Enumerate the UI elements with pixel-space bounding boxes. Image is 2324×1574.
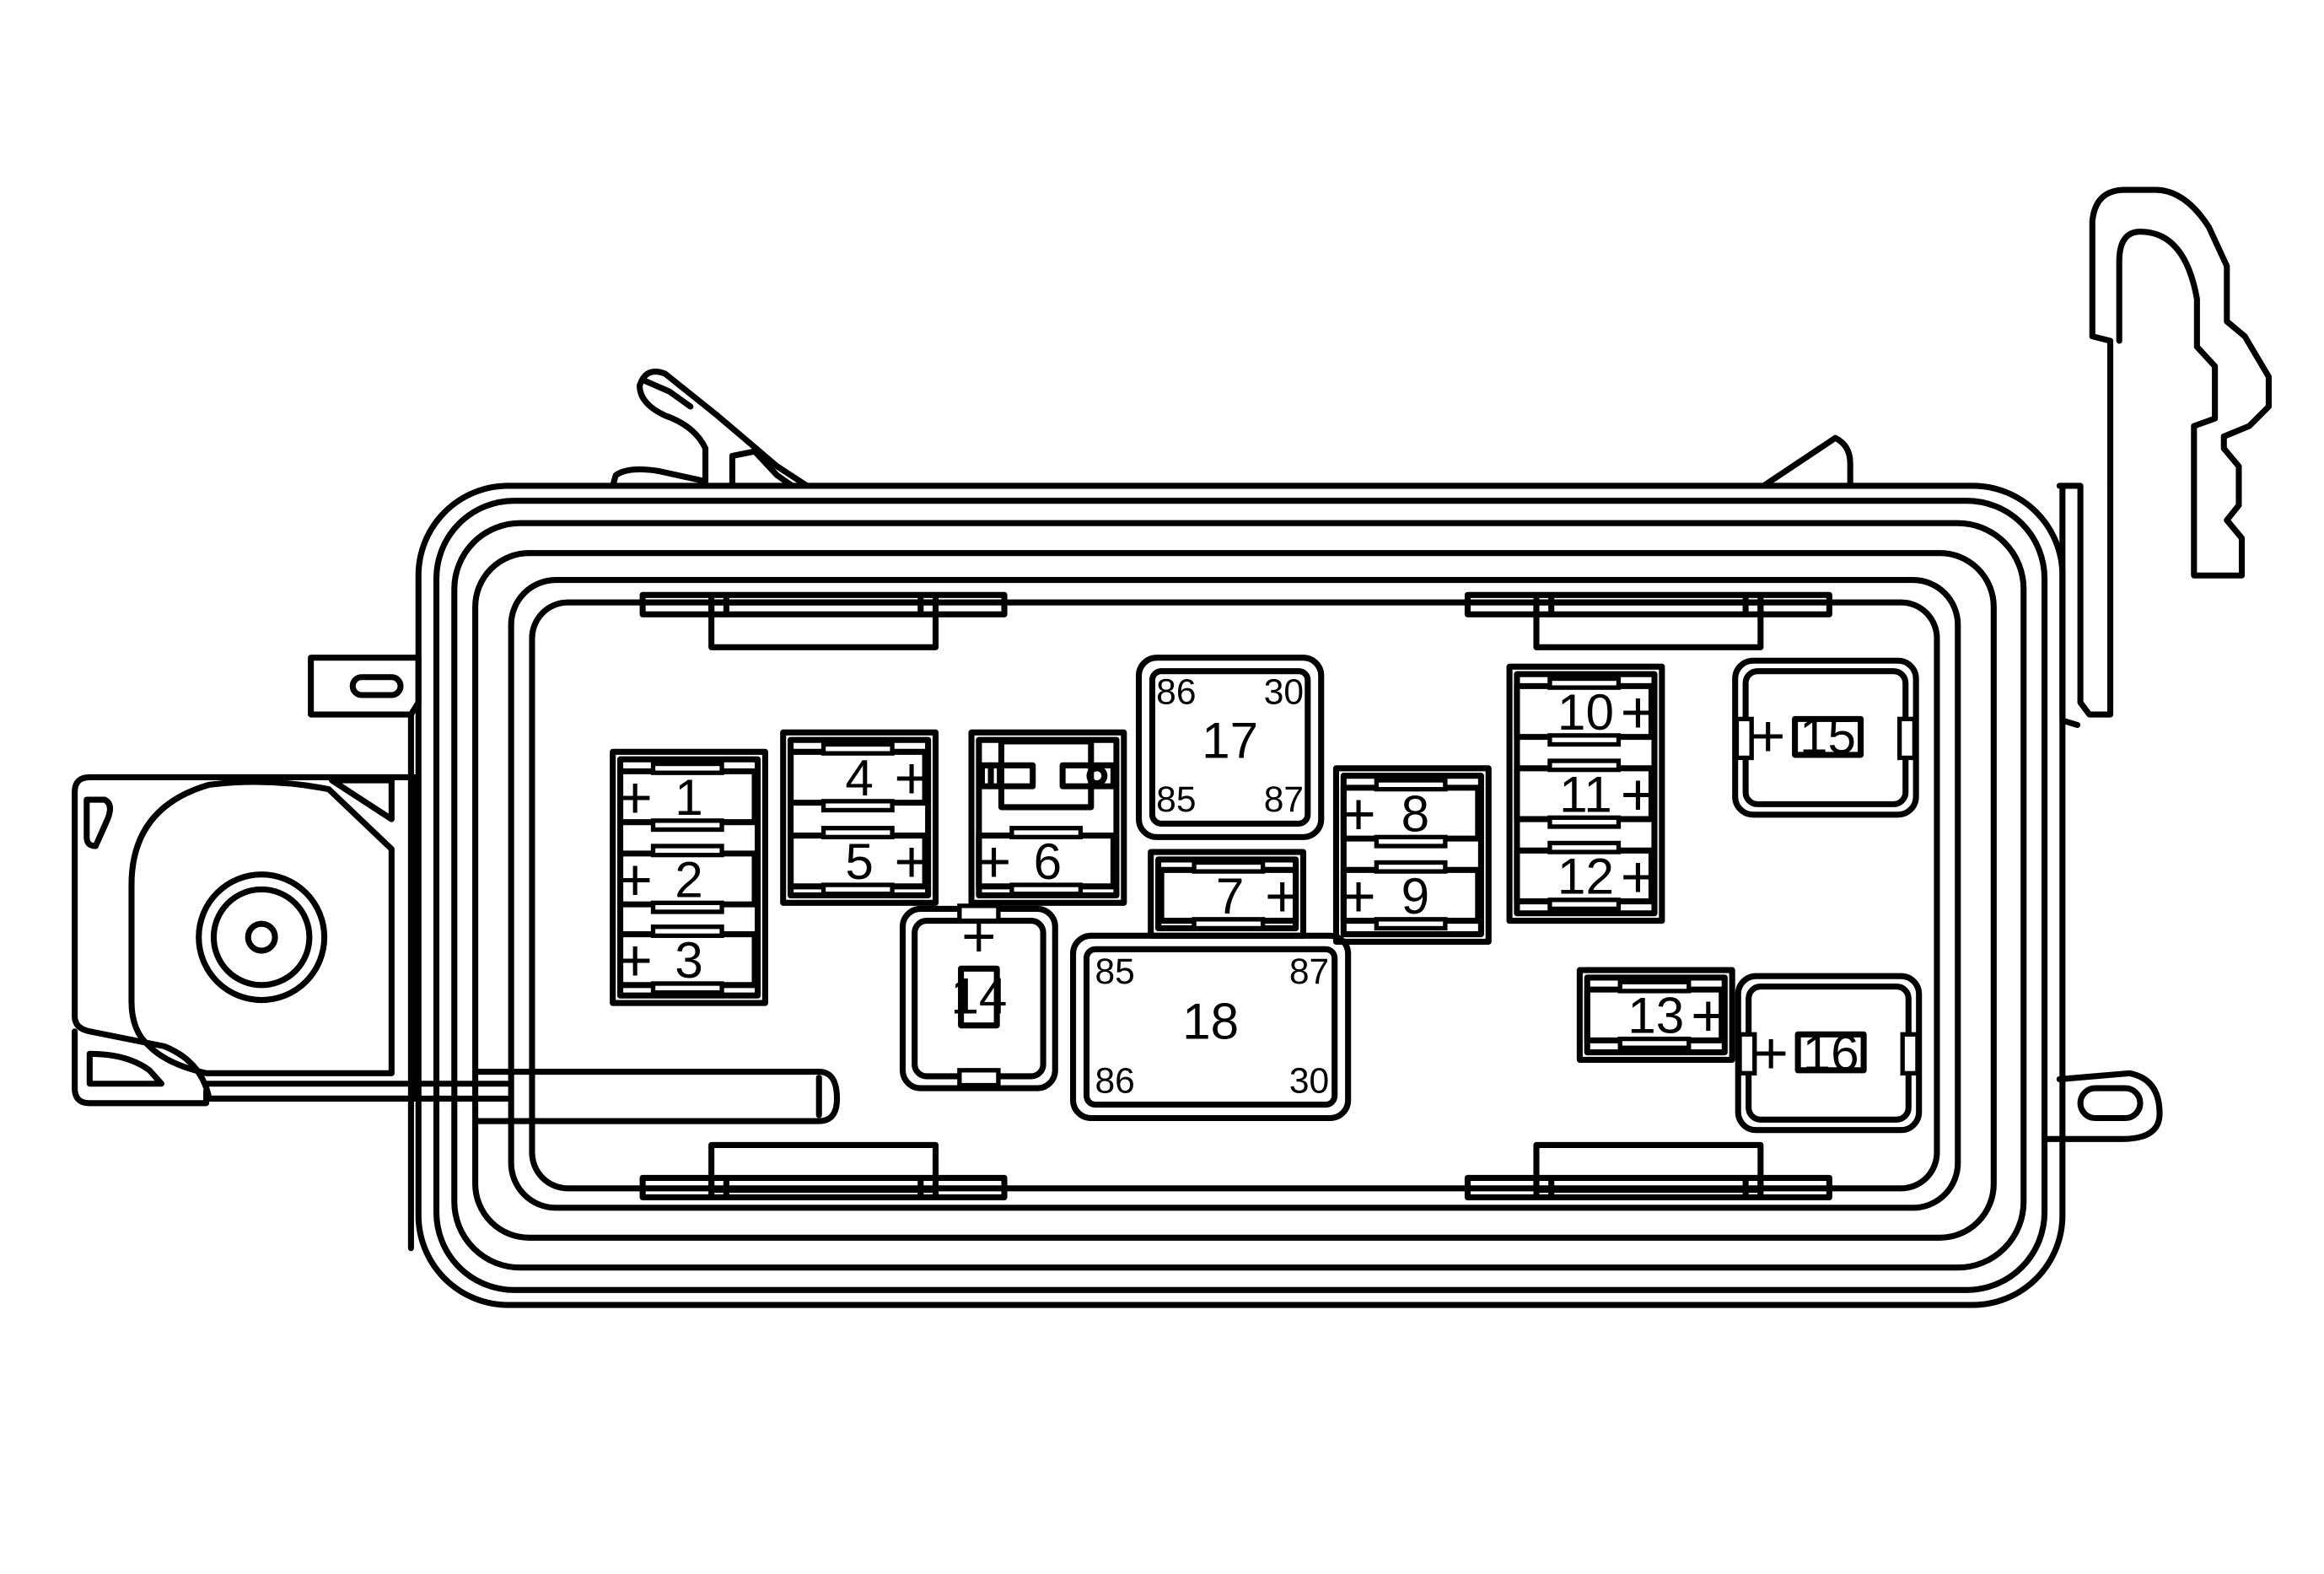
fuse-15: + 15: [1732, 657, 1919, 818]
fuse-13: 13 +: [1584, 979, 1725, 1050]
fuse-10-label: 10: [1557, 683, 1614, 741]
fuse-2: + 2: [616, 844, 758, 914]
relay-17-label: 17: [1202, 711, 1258, 768]
fuse-15-label: 15: [1799, 707, 1856, 764]
relay-18-pin-87: 87: [1289, 951, 1329, 992]
fuse-6-label: 6: [1034, 833, 1062, 890]
fuse-11-label: 11: [1559, 765, 1612, 822]
fuse-1-plus: +: [618, 764, 653, 831]
fuse-7-plus: +: [1265, 863, 1299, 930]
fuse-3-plus: +: [618, 927, 653, 994]
fuse-13-label: 13: [1627, 987, 1684, 1044]
fuse-3-label: 3: [675, 931, 703, 989]
fuse-14-plus: +: [961, 903, 996, 970]
relay-17-pin-86: 86: [1156, 672, 1196, 713]
fuse-8-label: 8: [1401, 784, 1430, 842]
fuse-12: 12 +: [1514, 840, 1655, 912]
relay-18-pin-85: 85: [1095, 951, 1135, 992]
fuse-16: + 16: [1735, 973, 1923, 1134]
fuse-block-housing: [72, 186, 2272, 1308]
relay-18-pin-86: 86: [1095, 1060, 1135, 1101]
fuse-12-label: 12: [1557, 848, 1614, 905]
fuse-6-upper-block: [978, 738, 1116, 811]
fuse-7-label: 7: [1216, 867, 1245, 924]
relay-18: 85 87 18 86 30: [1070, 932, 1352, 1122]
fuse-4: 4 +: [788, 741, 929, 813]
fuse-2-plus: +: [618, 847, 653, 914]
relay-18-pin-30: 30: [1289, 1060, 1329, 1101]
fuse-12-plus: +: [1621, 844, 1655, 910]
fuse-6-plus: +: [976, 829, 1011, 896]
fuse-14-label: 14: [950, 967, 1007, 1024]
fuse-11-plus: +: [1621, 762, 1655, 828]
fuse-11: 11 +: [1514, 758, 1655, 829]
fuse-13-plus: +: [1691, 983, 1725, 1049]
fuse-1: + 1: [616, 761, 758, 833]
fuse-6: + 6: [976, 826, 1116, 897]
fuse-10-plus: +: [1621, 679, 1655, 746]
fuse-9-label: 9: [1401, 867, 1430, 924]
fuse-4-plus: +: [894, 745, 928, 811]
fuse-4-label: 4: [845, 749, 874, 806]
fuse-16-label: 16: [1803, 1024, 1859, 1081]
relay-17-pin-30: 30: [1264, 672, 1304, 713]
fuse-16-plus: +: [1754, 1020, 1789, 1086]
fuse-15-plus: +: [1751, 703, 1785, 770]
fuse-9: + 9: [1340, 860, 1482, 931]
relay-17: 86 30 17 85 87: [1135, 655, 1325, 840]
fuse-2-label: 2: [675, 850, 703, 908]
fuse-8-plus: +: [1341, 781, 1375, 848]
fuse-1-label: 1: [675, 768, 703, 826]
relay-18-label: 18: [1182, 993, 1239, 1050]
fuse-10: 10 +: [1514, 676, 1655, 747]
fuse-9-plus: +: [1341, 863, 1375, 930]
fuse-14: + 14: [899, 903, 1058, 1092]
fuse-7: 7 +: [1158, 860, 1299, 931]
relay-17-pin-87: 87: [1264, 779, 1304, 820]
fuse-3: + 3: [616, 924, 758, 995]
fuse-5: 5 +: [788, 826, 929, 897]
fuse-5-plus: +: [894, 829, 928, 896]
relay-17-pin-85: 85: [1156, 779, 1196, 820]
fuse-8: + 8: [1340, 778, 1482, 849]
fuse-5-label: 5: [845, 833, 874, 890]
